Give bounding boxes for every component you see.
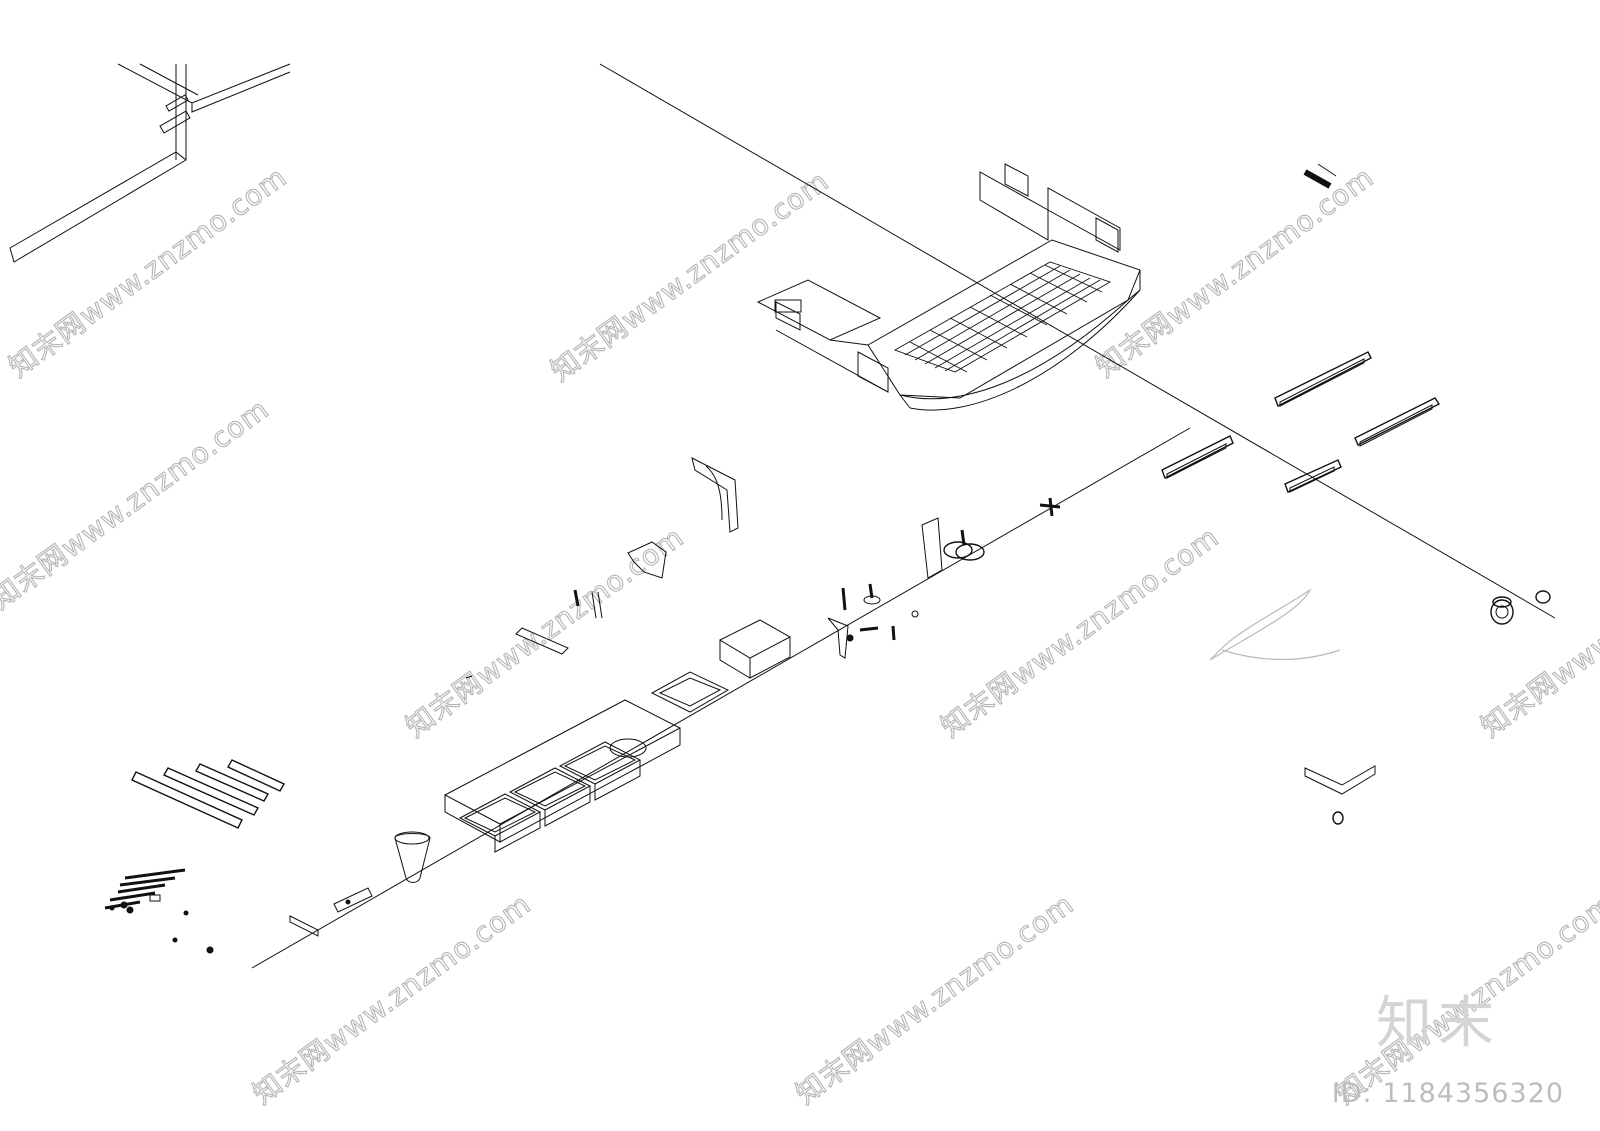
slide-rails-left — [131, 759, 285, 829]
watermark-text: 知末网www.znzmo.com — [1475, 520, 1600, 743]
watermark-text: 知末网www.znzmo.com — [1090, 160, 1380, 383]
watermark-text: 知末网www.znzmo.com — [545, 164, 835, 387]
screw-set — [104, 868, 214, 954]
watermark-text: 知末网www.znzmo.com — [790, 887, 1080, 1110]
bearing-parts — [1304, 590, 1551, 825]
threaded-rod — [1303, 163, 1337, 189]
slide-rails-right — [1161, 351, 1441, 493]
watermark-layer: 知末网www.znzmo.com 知末网www.znzmo.com 知末网www… — [0, 160, 1600, 1112]
watermark-logo-swoosh — [1209, 588, 1341, 661]
cup-shaped-part — [394, 833, 431, 883]
watermark-text: 知末网www.znzmo.com — [0, 392, 275, 615]
wall-corner-fragment — [9, 63, 291, 263]
hardware-series — [289, 457, 1061, 937]
watermark-text: 知末网www.znzmo.com — [935, 520, 1225, 743]
watermark-text: 知末网www.znzmo.com — [400, 520, 690, 743]
watermark-brand: 知末 — [1376, 991, 1500, 1056]
l-bracket — [691, 457, 739, 533]
socket-modules — [458, 741, 642, 853]
keyboard-grid — [893, 261, 1112, 373]
tiny-mark — [465, 675, 473, 679]
watermark-id: ID: 1184356320 — [1331, 1078, 1564, 1109]
watermark-text: 知末网www.znzmo.com — [3, 160, 293, 383]
keyboard-tray-assembly — [756, 163, 1141, 411]
